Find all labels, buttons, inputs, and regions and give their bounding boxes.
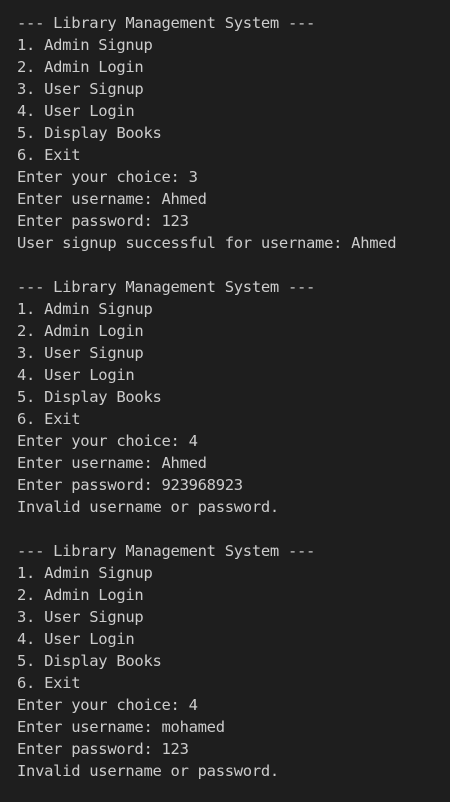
menu-header: --- Library Management System --- bbox=[17, 14, 316, 32]
menu-item-admin-login: 2. Admin Login bbox=[17, 322, 144, 340]
menu-item-user-signup: 3. User Signup bbox=[17, 344, 144, 362]
username-prompt: Enter username: mohamed bbox=[17, 718, 225, 736]
blank-line bbox=[17, 518, 450, 540]
menu-item-user-login: 4. User Login bbox=[17, 630, 135, 648]
menu-item-exit: 6. Exit bbox=[17, 674, 81, 692]
menu-item-admin-signup: 1. Admin Signup bbox=[17, 36, 153, 54]
menu-item-admin-login: 2. Admin Login bbox=[17, 586, 144, 604]
choice-prompt: Enter your choice: 3 bbox=[17, 168, 198, 186]
menu-item-user-signup: 3. User Signup bbox=[17, 608, 144, 626]
choice-prompt: Enter your choice: 4 bbox=[17, 696, 198, 714]
menu-header: --- Library Management System --- bbox=[17, 278, 316, 296]
username-prompt: Enter username: Ahmed bbox=[17, 454, 207, 472]
choice-prompt: Enter your choice: 4 bbox=[17, 432, 198, 450]
result-message: Invalid username or password. bbox=[17, 498, 279, 516]
blank-line bbox=[17, 254, 450, 276]
session-block-1: --- Library Management System --- 1. Adm… bbox=[17, 12, 450, 276]
session-block-3: --- Library Management System --- 1. Adm… bbox=[17, 540, 450, 782]
password-prompt: Enter password: 923968923 bbox=[17, 476, 243, 494]
password-prompt: Enter password: 123 bbox=[17, 740, 189, 758]
session-block-2: --- Library Management System --- 1. Adm… bbox=[17, 276, 450, 540]
menu-item-admin-login: 2. Admin Login bbox=[17, 58, 144, 76]
menu-item-exit: 6. Exit bbox=[17, 146, 81, 164]
menu-item-display-books: 5. Display Books bbox=[17, 388, 162, 406]
username-prompt: Enter username: Ahmed bbox=[17, 190, 207, 208]
menu-item-display-books: 5. Display Books bbox=[17, 124, 162, 142]
result-message: User signup successful for username: Ahm… bbox=[17, 234, 397, 252]
menu-header: --- Library Management System --- bbox=[17, 542, 316, 560]
menu-item-user-signup: 3. User Signup bbox=[17, 80, 144, 98]
menu-item-exit: 6. Exit bbox=[17, 410, 81, 428]
menu-item-display-books: 5. Display Books bbox=[17, 652, 162, 670]
menu-item-admin-signup: 1. Admin Signup bbox=[17, 564, 153, 582]
menu-item-admin-signup: 1. Admin Signup bbox=[17, 300, 153, 318]
result-message: Invalid username or password. bbox=[17, 762, 279, 780]
password-prompt: Enter password: 123 bbox=[17, 212, 189, 230]
menu-item-user-login: 4. User Login bbox=[17, 366, 135, 384]
menu-item-user-login: 4. User Login bbox=[17, 102, 135, 120]
